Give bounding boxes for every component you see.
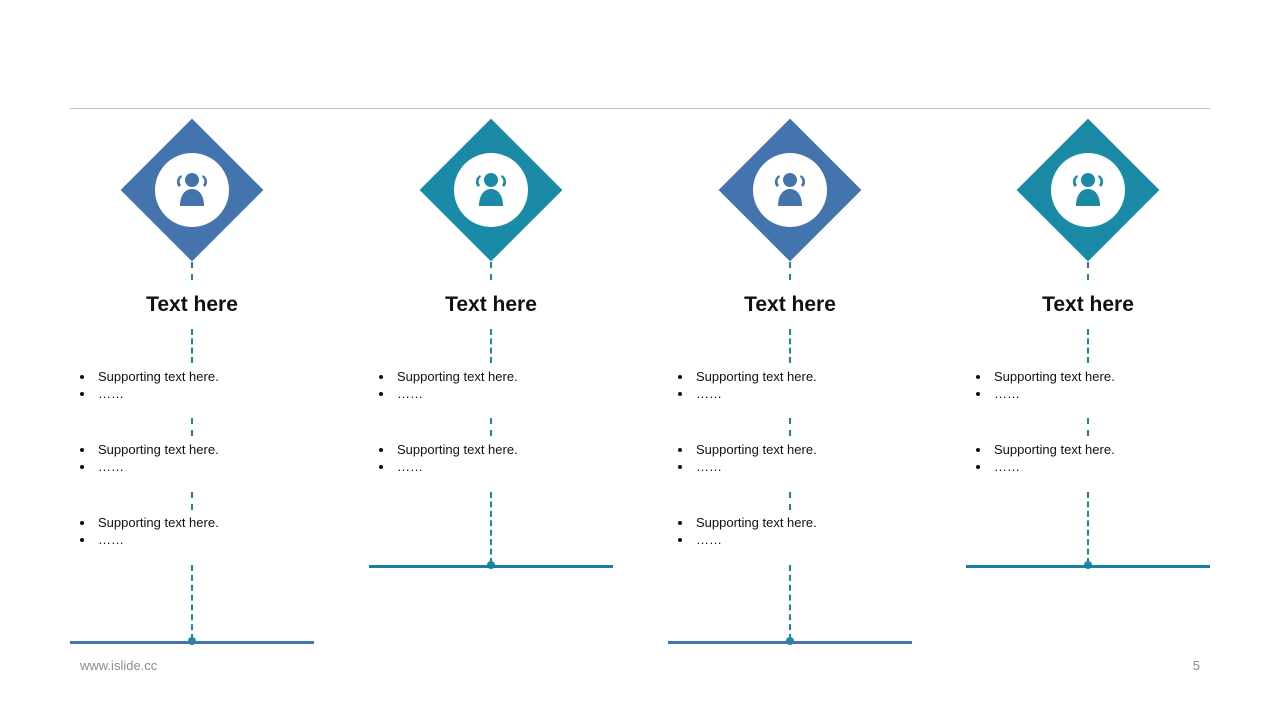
bullet-group: Supporting text here. ……	[676, 441, 906, 475]
bullet-item: ……	[377, 458, 607, 475]
bullet-item: ……	[377, 385, 607, 402]
bullet-item: ……	[78, 458, 308, 475]
bullet-group: Supporting text here. ……	[676, 514, 906, 548]
icon-circle	[454, 153, 528, 227]
bullet-item: ……	[78, 531, 308, 548]
icon-circle	[753, 153, 827, 227]
bullet-group: Supporting text here. ……	[974, 441, 1204, 475]
bullet-group: Supporting text here. ……	[377, 441, 607, 475]
top-divider	[70, 108, 1210, 109]
bullet-group: Supporting text here. ……	[78, 368, 308, 402]
bullet-group: Supporting text here. ……	[78, 441, 308, 475]
connector-dash	[789, 418, 791, 436]
connector-dash	[789, 492, 791, 510]
user-group-icon	[475, 173, 507, 206]
bullet-item: ……	[676, 385, 906, 402]
baseline-bar	[70, 641, 314, 644]
connector-dash	[1087, 329, 1089, 363]
baseline-bar	[369, 565, 613, 568]
connector-dash	[789, 565, 791, 640]
bullet-item: Supporting text here.	[676, 368, 906, 385]
bullet-item: Supporting text here.	[974, 441, 1204, 458]
connector-dash	[191, 565, 193, 640]
connector-dash	[1087, 418, 1089, 436]
column-3: Text here Supporting text here. …… Suppo…	[668, 0, 912, 720]
column-1: Text here Supporting text here. …… Suppo…	[70, 0, 314, 720]
connector-dash	[191, 418, 193, 436]
column-title: Text here	[445, 293, 537, 316]
bullet-item: ……	[78, 385, 308, 402]
connector-dash	[490, 492, 492, 564]
bullet-item: ……	[676, 531, 906, 548]
bullet-item: Supporting text here.	[78, 368, 308, 385]
baseline-bar	[966, 565, 1210, 568]
connector-dash	[191, 262, 193, 280]
column-2: Text here Supporting text here. …… Suppo…	[369, 0, 613, 720]
baseline-bar	[668, 641, 912, 644]
icon-circle	[1051, 153, 1125, 227]
bullet-item: ……	[974, 385, 1204, 402]
user-group-icon	[774, 173, 806, 206]
column-title: Text here	[1042, 293, 1134, 316]
bullet-item: Supporting text here.	[78, 441, 308, 458]
footer-url: www.islide.cc	[80, 658, 158, 673]
bullet-item: Supporting text here.	[78, 514, 308, 531]
column-title: Text here	[744, 293, 836, 316]
bullet-item: Supporting text here.	[676, 514, 906, 531]
user-group-icon	[176, 173, 208, 206]
bullet-item: Supporting text here.	[676, 441, 906, 458]
connector-dash	[490, 262, 492, 280]
connector-dash	[1087, 492, 1089, 564]
icon-circle	[155, 153, 229, 227]
connector-dash	[191, 329, 193, 363]
bullet-group: Supporting text here. ……	[78, 514, 308, 548]
page-number: 5	[1192, 658, 1200, 673]
bullet-item: Supporting text here.	[974, 368, 1204, 385]
bullet-group: Supporting text here. ……	[377, 368, 607, 402]
connector-dash	[789, 329, 791, 363]
bullet-item: ……	[676, 458, 906, 475]
connector-dash	[490, 418, 492, 436]
bullet-item: Supporting text here.	[377, 441, 607, 458]
connector-dash	[1087, 262, 1089, 280]
bullet-group: Supporting text here. ……	[974, 368, 1204, 402]
bullet-group: Supporting text here. ……	[676, 368, 906, 402]
bullet-item: ……	[974, 458, 1204, 475]
column-title: Text here	[146, 293, 238, 316]
connector-dash	[191, 492, 193, 510]
bullet-item: Supporting text here.	[377, 368, 607, 385]
connector-dash	[490, 329, 492, 363]
column-4: Text here Supporting text here. …… Suppo…	[966, 0, 1210, 720]
user-group-icon	[1072, 173, 1104, 206]
connector-dash	[789, 262, 791, 280]
